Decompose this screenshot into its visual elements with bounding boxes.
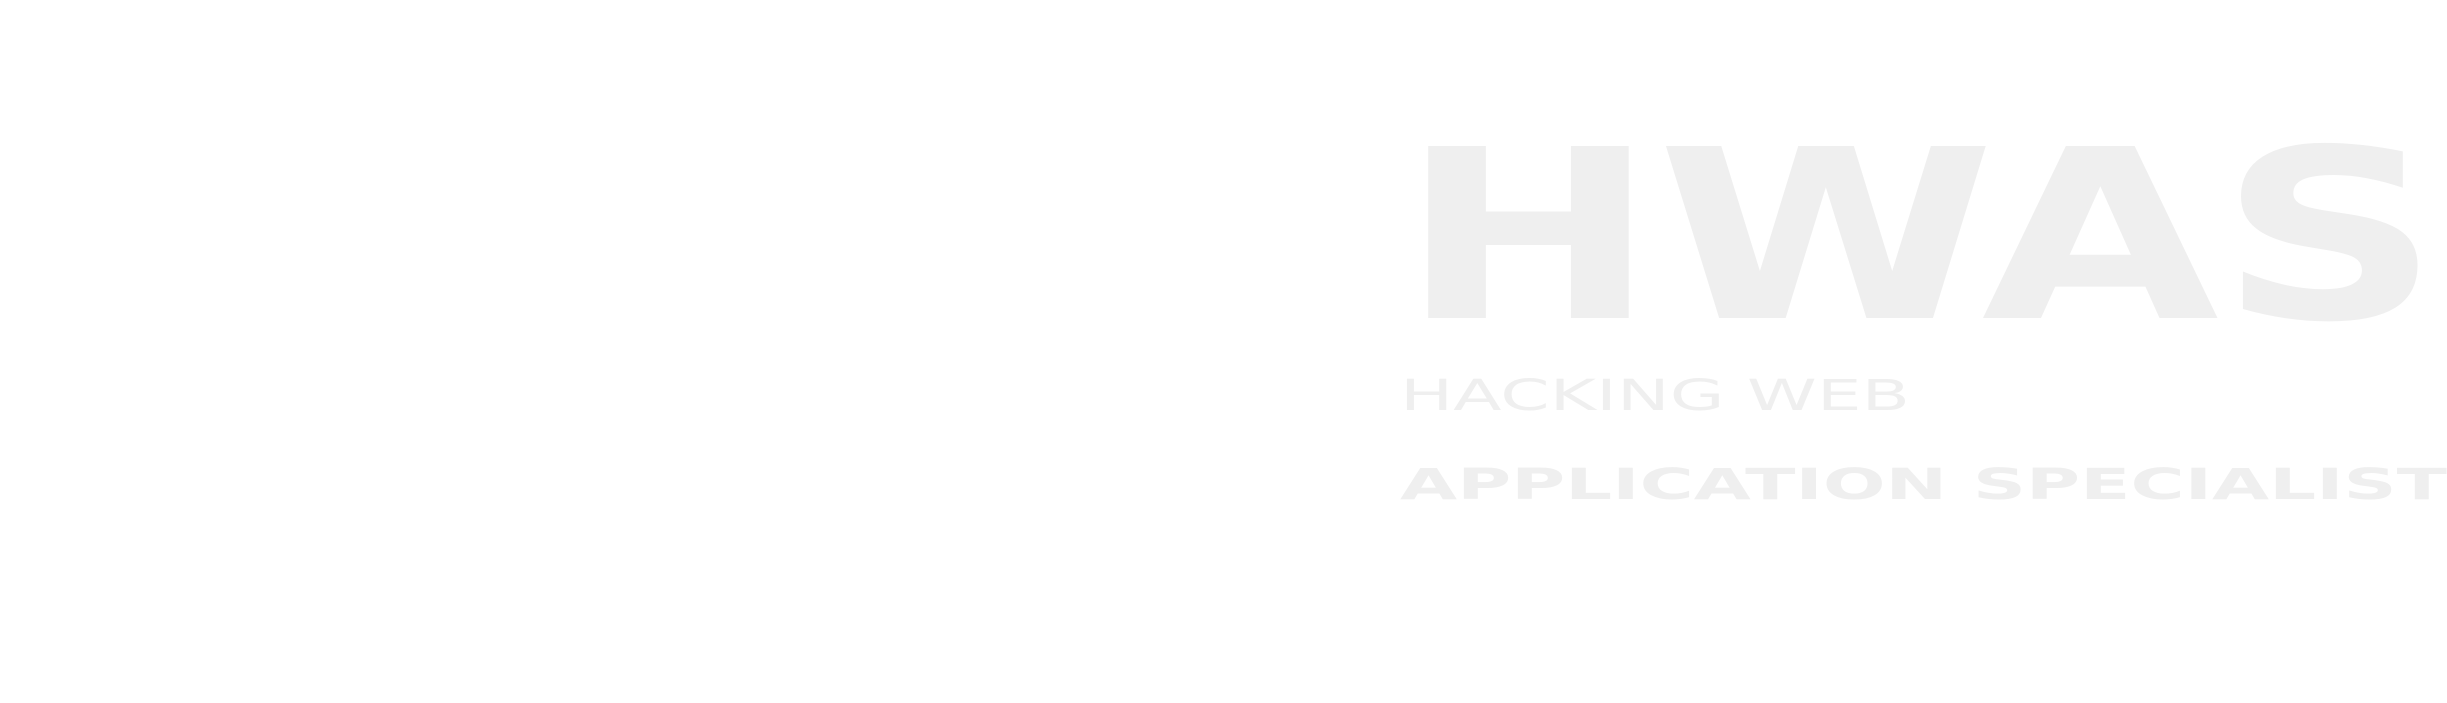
hwas-logo-graphic: HWAS HACKING WEB APPLICATION SPECIALIST — [1400, 99, 2447, 510]
logo-tagline: HACKING WEB — [1400, 371, 1910, 421]
hwas-logo: HWAS HACKING WEB APPLICATION SPECIALIST — [1400, 85, 2447, 625]
logo-subtitle: APPLICATION SPECIALIST — [1400, 460, 2447, 510]
logo-wordmark: HWAS — [1400, 99, 2440, 374]
